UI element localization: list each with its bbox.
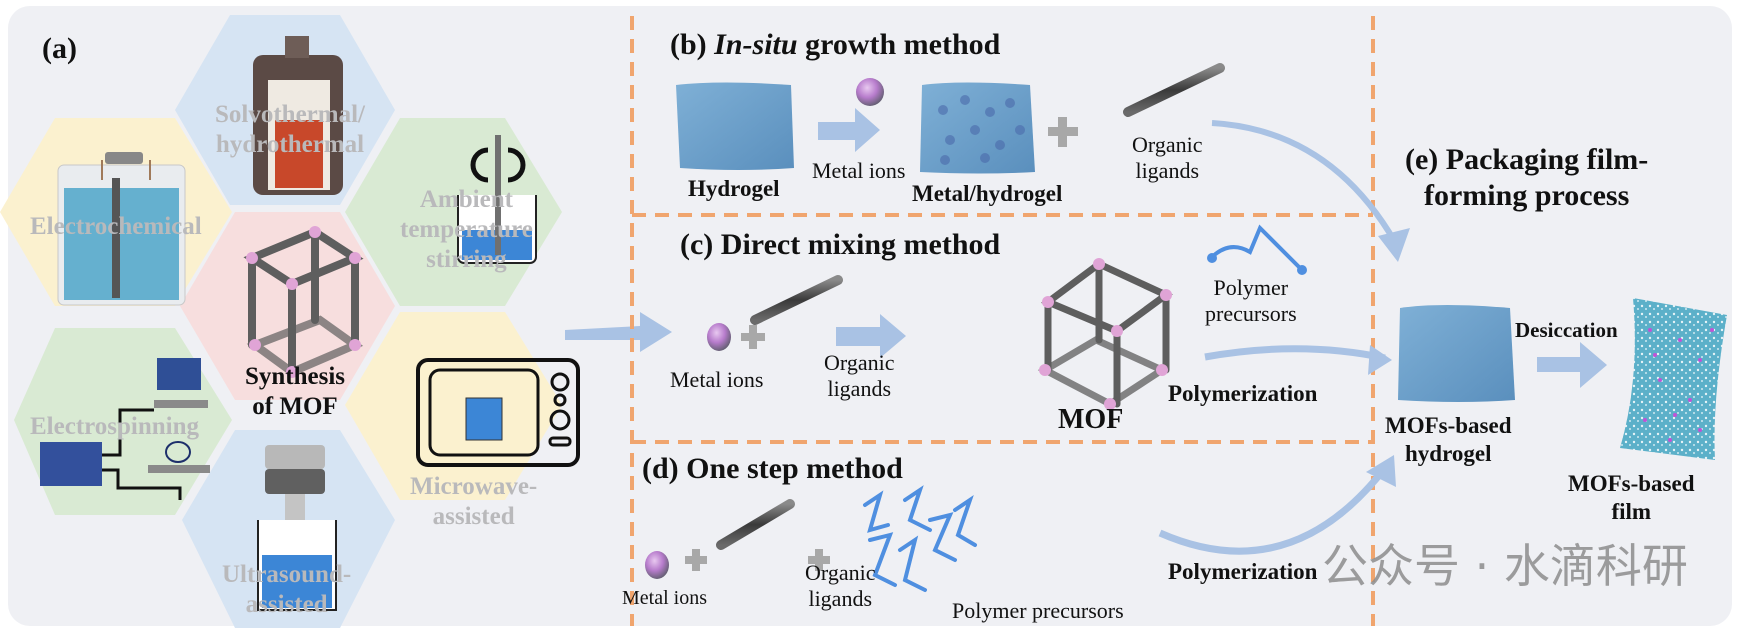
panel-e-title-line1: (e) Packaging film-: [1405, 143, 1649, 176]
arrow-b-metal: [818, 108, 880, 152]
panel-b-title-italic: In-situ: [714, 28, 798, 61]
method-label-solvothermal: Solvothermal/ hydrothermal: [215, 100, 365, 160]
panel-b-title: (b) In-situ growth method: [670, 28, 1000, 62]
method-label-ultrasound: Ultrasound- assisted: [222, 560, 351, 620]
plus-sign-c: [741, 325, 765, 349]
polymer-chains-icon-d: [863, 485, 977, 592]
panel-d-title: (d) One step method: [642, 452, 903, 485]
hydrogel-sheet-icon: [676, 82, 794, 170]
label-polymerization-d: Polymerization: [1168, 559, 1318, 584]
label-polymer-precursors-d: Polymer precursors: [952, 598, 1124, 623]
label-mofs-film-line2: film: [1611, 499, 1652, 524]
mof-cube-icon-c: [1037, 258, 1173, 410]
method-label-ambient-line3: stirring: [426, 246, 507, 273]
mofs-hydrogel-sheet-icon: [1398, 305, 1515, 402]
microwave-icon: [416, 358, 580, 467]
method-label-ultrasound-line1: Ultrasound-: [222, 561, 352, 588]
stirring-beaker-icon: [457, 135, 537, 264]
center-label-synthesis: Synthesis of MOF: [245, 362, 345, 422]
label-ligands-d: ligands: [808, 586, 873, 611]
panel-e-title: (e) Packaging film- forming process: [1405, 142, 1648, 214]
label-mofs-hydrogel-line2: hydrogel: [1405, 441, 1492, 466]
label-organic-ligands-d: Organic ligands: [805, 560, 875, 612]
organic-ligand-rod-icon-d: [716, 499, 795, 550]
panel-e-title-line2: forming process: [1424, 179, 1630, 212]
plus-icon-b: [1048, 117, 1078, 147]
label-metal-hydrogel: Metal/hydrogel: [912, 181, 1063, 206]
method-label-electrospinning: Electrospinning: [30, 413, 200, 440]
label-mofs-film-line1: MOFs-based: [1568, 471, 1695, 496]
polymer-chain-icon-c: [1207, 224, 1307, 275]
label-hydrogel: Hydrogel: [688, 176, 780, 201]
metal-hydrogel-sheet-icon: [920, 82, 1035, 174]
organic-ligand-rod-icon-b: [1123, 63, 1225, 117]
center-label-line1: Synthesis: [245, 363, 346, 390]
organic-ligand-rod-icon-c: [750, 275, 843, 325]
label-ligands-c: ligands: [827, 376, 892, 401]
label-metal-ions-b: Metal ions: [812, 158, 906, 183]
curved-arrow-b-to-e: [1211, 120, 1398, 244]
mofs-film-icon: [1620, 298, 1727, 460]
label-mofs-hydrogel-line1: MOFs-based: [1385, 413, 1512, 438]
label-mof: MOF: [1058, 404, 1124, 435]
electrochemical-cell-icon: [57, 152, 186, 306]
label-precursors-c: precursors: [1205, 301, 1297, 326]
label-organic-c: Organic: [824, 350, 895, 375]
panel-a-label: (a): [42, 32, 77, 65]
panel-c-title: (c) Direct mixing method: [680, 228, 1001, 261]
label-ligands-b: ligands: [1135, 158, 1200, 183]
dashed-section-borders: [630, 16, 1375, 626]
plus-sign-d1: [685, 549, 707, 571]
watermark: 公众号 · 水滴科研: [1322, 539, 1688, 593]
plus-sign-d2: [808, 549, 830, 571]
center-label-line2: of MOF: [252, 393, 338, 420]
label-polymer-c: Polymer: [1213, 275, 1289, 300]
label-polymerization-c: Polymerization: [1168, 381, 1318, 406]
method-label-ambient-line2: temperature: [400, 216, 533, 243]
label-mofs-hydrogel: MOFs-based hydrogel: [1385, 412, 1512, 468]
metal-ion-icon-d: [645, 551, 669, 579]
label-metal-ions-c: Metal ions: [670, 367, 764, 392]
metal-ion-icon-b: [856, 78, 884, 106]
method-label-solvothermal-line2: hydrothermal: [215, 131, 365, 158]
metal-ion-icon-c: [707, 323, 731, 351]
method-label-microwave-line1: Microwave-: [410, 473, 538, 500]
method-label-ambient-line1: Ambient: [419, 186, 513, 213]
label-desiccation: Desiccation: [1515, 318, 1618, 342]
label-polymer-precursors-c: Polymer precursors: [1205, 275, 1297, 327]
panel-b-title-suffix: growth method: [797, 28, 1001, 61]
arrow-c-to-mof: [836, 314, 906, 358]
arrow-desiccation: [1537, 342, 1607, 388]
ultrasound-probe-icon: [257, 445, 337, 611]
method-label-ambient: Ambient temperature stirring: [400, 185, 533, 275]
method-label-microwave: Microwave- assisted: [410, 472, 537, 532]
electrospinning-setup-icon: [40, 358, 210, 500]
panel-b-title-prefix: (b): [670, 28, 715, 61]
curved-arrow-d-to-e: [1158, 465, 1388, 555]
autoclave-icon: [253, 36, 343, 195]
label-metal-ions-d: Metal ions: [622, 587, 707, 609]
method-label-ultrasound-line2: assisted: [245, 591, 328, 618]
mof-cube-icon-a: [243, 226, 364, 378]
curved-arrow-c-to-e: [1204, 345, 1386, 362]
label-mofs-film: MOFs-based film: [1568, 470, 1695, 526]
method-label-electrochemical: Electrochemical: [30, 213, 202, 240]
label-organic-ligands-c: Organic ligands: [824, 350, 894, 402]
label-organic-b: Organic: [1132, 132, 1203, 157]
method-label-microwave-line2: assisted: [432, 503, 515, 530]
method-label-solvothermal-line1: Solvothermal/: [215, 101, 365, 128]
label-organic-ligands-b: Organic ligands: [1132, 132, 1202, 184]
label-organic-d: Organic: [805, 560, 876, 585]
arrow-a-to-methods: [565, 312, 672, 352]
